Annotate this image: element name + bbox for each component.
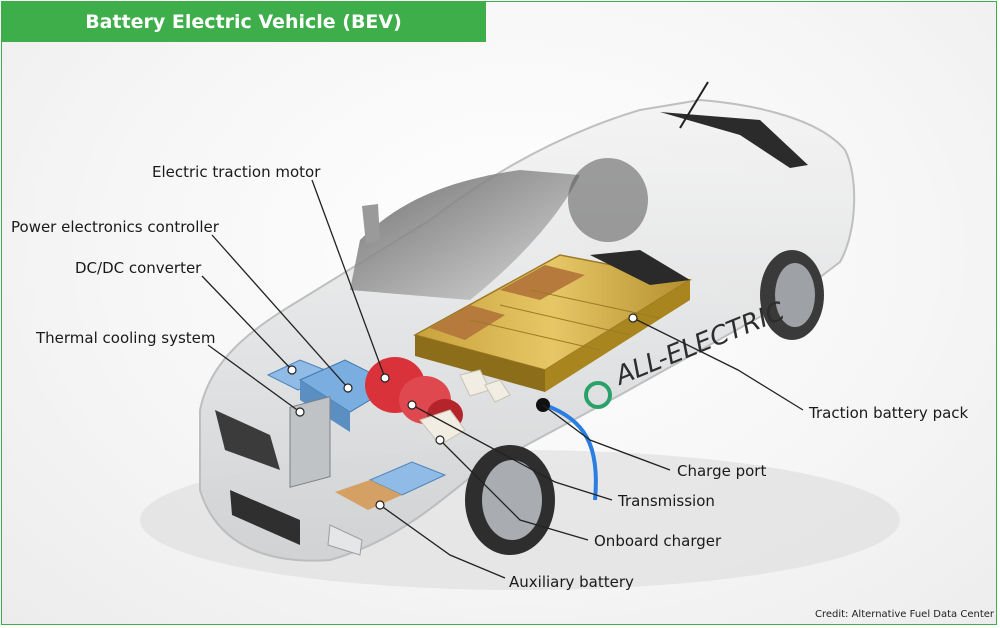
leader-charge-port [542,404,671,471]
endpoint-traction-motor [380,373,390,383]
label-traction-battery-pack: Traction battery pack [809,404,969,422]
rear-spoiler [660,112,808,168]
leader-dcdc [201,275,293,371]
windshield [350,170,580,300]
diagram-title: Battery Electric Vehicle (BEV) [1,1,486,42]
leader-traction-motor [311,179,386,379]
endpoint-power-electronics [343,383,353,393]
leader-battery-pack [632,317,804,411]
label-charge-port: Charge port [677,462,767,480]
leader-auxiliary-battery [379,504,506,579]
endpoint-onboard-charger [435,435,445,445]
leader-transmission [411,404,613,501]
leader-thermal [207,344,301,413]
headlight [327,524,363,556]
leader-power-electronics [211,234,349,389]
traction-battery-pack-art [413,250,693,392]
lower-grille [230,490,300,545]
rear-wheel-top [568,158,648,242]
electric-motor-art [365,357,463,431]
endpoint-thermal [295,407,305,417]
thermal-cooling-art [289,395,331,488]
auxiliary-battery-art [368,461,447,496]
label-thermal-cooling-system: Thermal cooling system [36,329,216,347]
endpoint-battery-pack [628,313,638,323]
leader-endpoints [287,313,638,510]
front-grille [215,410,280,470]
coolant-reservoir [419,409,466,446]
label-onboard-charger: Onboard charger [594,532,722,550]
auxiliary-tray-art [335,480,402,510]
reservoir-3 [484,379,511,403]
label-dc-dc-converter: DC/DC converter [75,259,202,277]
antenna [679,81,709,129]
endpoint-transmission [407,400,417,410]
label-transmission: Transmission [618,492,715,510]
side-mirror [362,204,380,244]
endpoint-dcdc [287,365,297,375]
decal-logo [584,381,612,409]
leader-lines [201,179,804,579]
leader-onboard-charger [439,439,589,541]
label-auxiliary-battery: Auxiliary battery [509,573,634,591]
endpoint-auxiliary-battery [375,500,385,510]
label-power-electronics-controller: Power electronics controller [11,218,219,236]
image-credit: Credit: Alternative Fuel Data Center [814,609,994,620]
label-electric-traction-motor: Electric traction motor [152,163,321,181]
